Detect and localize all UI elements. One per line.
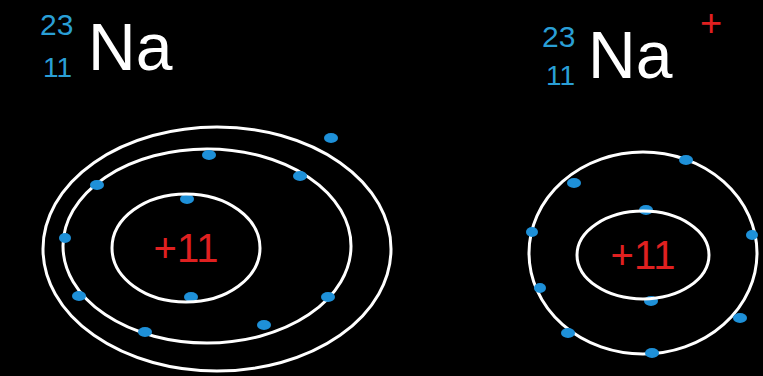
element-symbol: Na xyxy=(588,22,672,88)
nucleus-shell: +11 xyxy=(575,209,711,301)
nucleus-shell: +11 xyxy=(110,192,262,304)
element-symbol: Na xyxy=(88,14,172,80)
outer-shell xyxy=(43,127,391,371)
electron xyxy=(90,180,104,190)
electron xyxy=(733,313,747,323)
electron xyxy=(324,133,338,143)
electron xyxy=(746,230,758,240)
electron xyxy=(679,155,693,165)
nuclear-charge: +11 xyxy=(611,235,676,275)
nucleus-content: +11 xyxy=(110,192,262,304)
nucleus-content: +11 xyxy=(575,209,711,301)
electron xyxy=(72,291,86,301)
electron xyxy=(202,150,216,160)
inner-shell xyxy=(577,211,709,299)
middle-shell xyxy=(63,149,351,343)
nuclear-charge: +11 xyxy=(154,228,219,268)
electron xyxy=(645,348,659,358)
electron xyxy=(526,227,538,237)
electron xyxy=(534,283,546,293)
outer-shell xyxy=(529,152,757,354)
electron xyxy=(257,320,271,330)
mass-number: 23 xyxy=(542,22,575,52)
electron xyxy=(138,327,152,337)
electron xyxy=(293,171,307,181)
inner-shell xyxy=(112,194,260,302)
electron xyxy=(567,178,581,188)
atomic-number: 11 xyxy=(43,54,72,82)
mass-number: 23 xyxy=(40,10,73,40)
electron xyxy=(321,292,335,302)
electron xyxy=(59,233,71,243)
electron xyxy=(561,328,575,338)
atomic-number: 11 xyxy=(546,62,575,90)
charge-sign: + xyxy=(700,4,722,42)
